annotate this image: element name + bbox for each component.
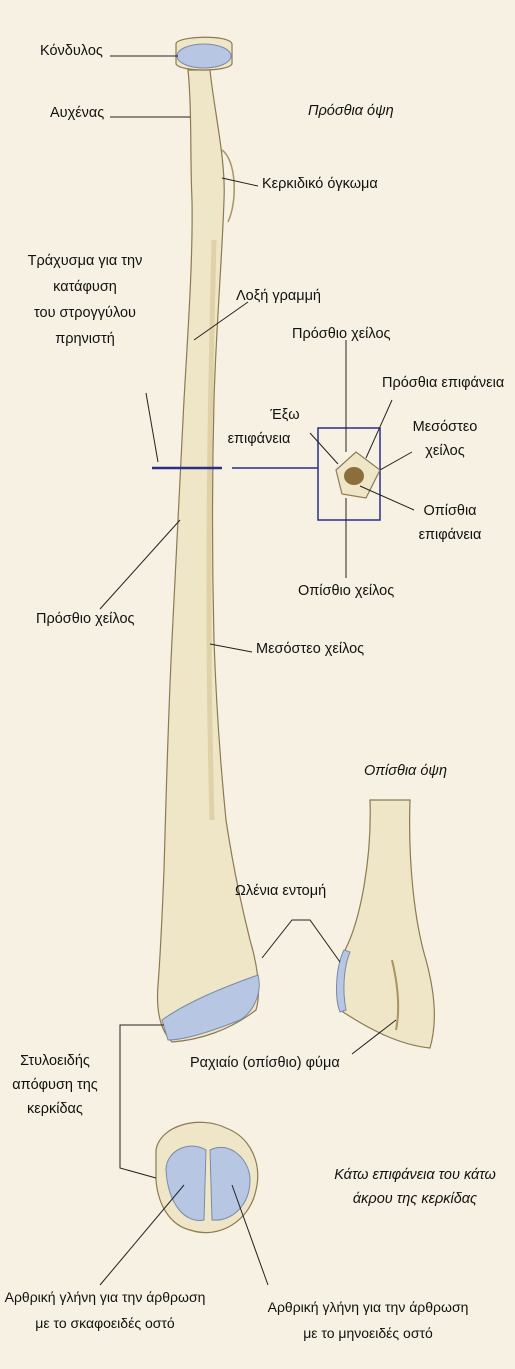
label-styloid-1: Στυλοειδής xyxy=(0,1052,110,1070)
label-pronator-3: του στρογγύλου xyxy=(10,304,160,322)
marrow-cavity xyxy=(344,467,364,485)
label-pronator-4: πρηνιστή xyxy=(10,330,160,348)
label-scaphoid-facet-1: Αρθρική γλήνη για την άρθρωση xyxy=(0,1288,210,1306)
label-oblique-line: Λοξή γραμμή xyxy=(236,287,321,305)
label-interosseous-section-2: χείλος xyxy=(400,442,490,460)
label-interosseous-border: Μεσόστεο χείλος xyxy=(256,640,364,658)
label-anterior-surface: Πρόσθια επιφάνεια xyxy=(382,374,504,392)
label-scaphoid-facet-2: με το σκαφοειδές οστό xyxy=(0,1314,210,1332)
label-anterior-border: Πρόσθιο χείλος xyxy=(36,610,135,628)
label-radial-tuberosity: Κερκιδικό όγκωμα xyxy=(262,175,378,193)
inferior-view-title-2: άκρου της κερκίδας xyxy=(330,1190,500,1208)
radius-head-cartilage xyxy=(177,44,231,68)
label-interosseous-section-1: Μεσόστεο xyxy=(400,418,490,436)
label-lateral-surface-2: επιφάνεια xyxy=(214,430,304,448)
label-lunate-facet-1: Αρθρική γλήνη για την άρθρωση xyxy=(258,1298,478,1316)
label-neck: Αυχένας xyxy=(50,104,104,122)
label-pronator-2: κατάφυση xyxy=(10,278,160,296)
posterior-view-title: Οπίσθια όψη xyxy=(364,762,447,780)
radius-inferior-surface xyxy=(156,1122,258,1232)
label-styloid-2: απόφυση της xyxy=(0,1076,110,1094)
label-posterior-border: Οπίσθιο χείλος xyxy=(298,582,394,600)
label-ulnar-notch: Ωλένια εντομή xyxy=(235,882,326,900)
label-dorsal-tubercle: Ραχιαίο (οπίσθιο) φύμα xyxy=(190,1054,340,1072)
inferior-view-title-1: Κάτω επιφάνεια του κάτω xyxy=(330,1166,500,1184)
label-posterior-surface-2: επιφάνεια xyxy=(400,526,500,544)
label-styloid-3: κερκίδας xyxy=(0,1100,110,1118)
label-anterior-border-section: Πρόσθιο χείλος xyxy=(292,325,391,343)
label-pronator-1: Τράχυσμα για την xyxy=(10,252,160,270)
label-lunate-facet-2: με το μηνοειδές οστό xyxy=(258,1324,478,1342)
anterior-view-title: Πρόσθια όψη xyxy=(308,102,394,120)
label-lateral-surface-1: Έξω xyxy=(250,406,320,424)
label-head: Κόνδυλος xyxy=(40,42,103,60)
label-posterior-surface-1: Οπίσθια xyxy=(400,502,500,520)
